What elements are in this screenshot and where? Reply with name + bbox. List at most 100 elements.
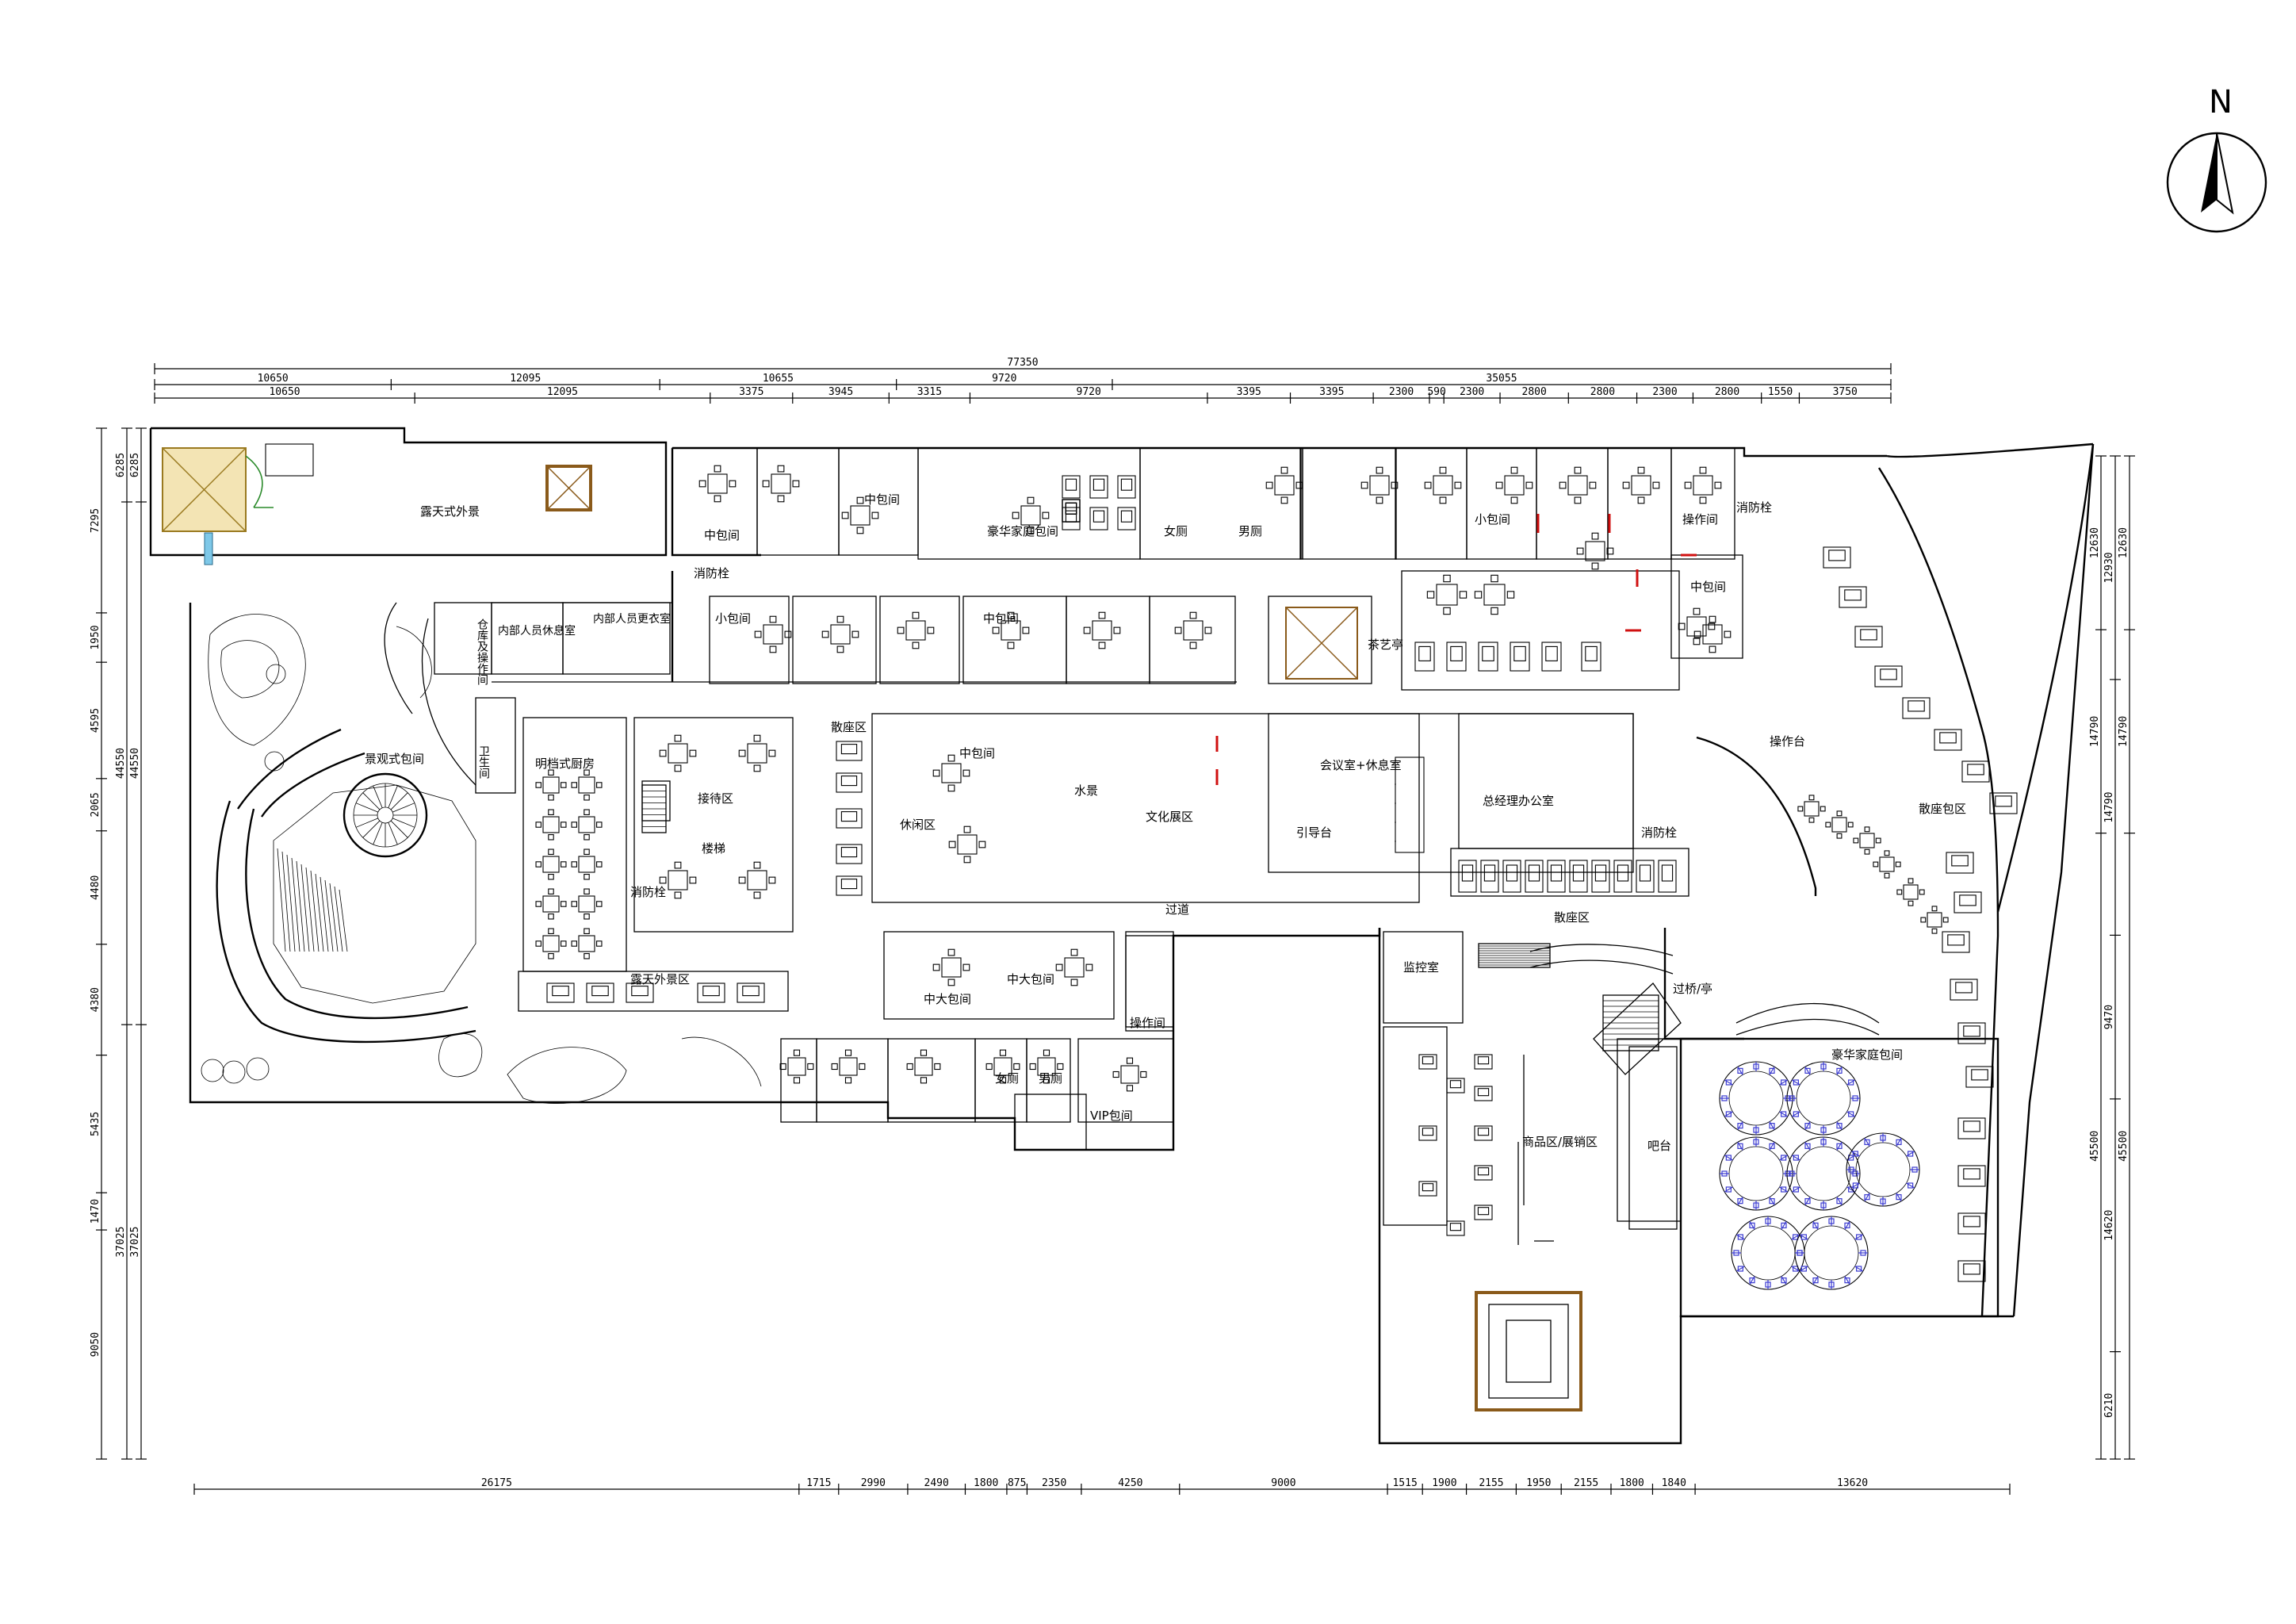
label-banquet-room: 豪华家庭包间 xyxy=(987,524,1058,538)
dim-right-outer-value: 12930 xyxy=(2103,552,2115,583)
dim-top-row2-value: 2300 xyxy=(1460,386,1484,398)
label-dining-c: 散座包区 xyxy=(1919,802,1966,816)
label-tea-pavilion: 茶艺亭 xyxy=(1368,638,1403,652)
dining-table xyxy=(571,848,603,880)
dim-top-row2-value: 3315 xyxy=(917,386,942,398)
label-men-wc: 男厕 xyxy=(1238,524,1262,538)
dim-left-outer-value: 7295 xyxy=(90,508,101,533)
label-meeting-room: 会议室+休息室 xyxy=(1320,758,1402,772)
lounge-chair xyxy=(1446,1220,1465,1236)
dining-table xyxy=(1797,795,1826,823)
lounge-chair xyxy=(836,844,863,864)
dining-table xyxy=(571,928,603,959)
dining-table xyxy=(738,861,776,899)
dining-table xyxy=(821,615,859,653)
lounge-chair xyxy=(1965,1066,1994,1088)
dining-table xyxy=(897,611,935,649)
dim-left-outer-value: 5435 xyxy=(90,1112,101,1136)
label-warehouse: 仓库及操作间 xyxy=(476,619,488,686)
lounge-chair xyxy=(1062,475,1081,499)
lounge-chair xyxy=(1089,475,1108,499)
round-table xyxy=(1794,1216,1869,1290)
lounge-chair xyxy=(1525,860,1544,893)
lounge-chair xyxy=(1480,860,1499,893)
dim-top-row2-value: 2800 xyxy=(1590,386,1615,398)
dining-table xyxy=(571,888,603,920)
dining-table xyxy=(1055,948,1093,986)
dim-right-outer-value: 6210 xyxy=(2103,1393,2115,1418)
dining-table xyxy=(1684,466,1722,504)
round-table xyxy=(1786,1061,1861,1136)
lounge-chair xyxy=(836,875,863,896)
label-small-room-b: 小包间 xyxy=(715,611,751,626)
dining-table xyxy=(1495,466,1533,504)
lounge-chair xyxy=(626,982,654,1003)
lounge-chair xyxy=(1961,760,1990,783)
dining-table xyxy=(535,888,567,920)
dim-right-mid-value: 12630 xyxy=(2089,527,2101,558)
lounge-chair xyxy=(1950,979,1978,1001)
dining-table xyxy=(1424,466,1462,504)
lounge-chair xyxy=(1581,642,1601,672)
dim-left-inner-value: 6285 xyxy=(129,453,141,477)
dining-table xyxy=(779,1049,814,1084)
lounge-chair xyxy=(1942,931,1970,953)
dining-table xyxy=(992,611,1030,649)
lounge-chair xyxy=(1446,642,1467,672)
north-label: N xyxy=(2209,84,2233,121)
dining-table xyxy=(1083,611,1121,649)
lounge-chair xyxy=(1414,642,1435,672)
dim-top-row2-value: 3750 xyxy=(1833,386,1858,398)
round-table xyxy=(1786,1136,1861,1211)
lounge-chair xyxy=(1446,1078,1465,1094)
dim-left-outer-value: 1470 xyxy=(90,1199,101,1224)
dim-bottom-value: 2990 xyxy=(861,1477,886,1489)
building-walls xyxy=(149,427,2095,1445)
dim-right-mid-value: 14790 xyxy=(2089,716,2101,747)
label-ops-room-a: 操作间 xyxy=(1682,512,1718,527)
dim-right-mid-value: 45500 xyxy=(2089,1131,2101,1162)
dim-bottom-value: 875 xyxy=(1008,1477,1026,1489)
dining-table xyxy=(535,928,567,959)
dim-right-outer-value: 9470 xyxy=(2103,1005,2115,1029)
dim-bottom-value: 1840 xyxy=(1662,1477,1686,1489)
furniture-layer xyxy=(535,465,2018,1282)
lounge-chair xyxy=(1474,1165,1493,1181)
lounge-chair xyxy=(1957,1117,1986,1139)
lounge-chair xyxy=(1510,642,1530,672)
lounge-chair xyxy=(836,772,863,793)
dining-table xyxy=(762,465,800,503)
dim-bottom-value: 2155 xyxy=(1574,1477,1598,1489)
lounge-chair xyxy=(1474,1125,1493,1141)
lounge-chair xyxy=(1541,642,1562,672)
dining-table xyxy=(535,848,567,880)
dining-table xyxy=(1559,466,1597,504)
dining-table xyxy=(1896,878,1925,906)
lounge-chair xyxy=(1902,697,1931,719)
label-hotpot-hall: 豪华家庭包间 xyxy=(1831,1048,1903,1062)
dim-right-inner-value: 14790 xyxy=(2118,716,2130,747)
lounge-chair xyxy=(836,741,863,761)
dim-top-row1-value: 10655 xyxy=(763,373,794,385)
dim-bottom-value: 1800 xyxy=(1620,1477,1644,1489)
label-outdoor-bbq: 露天式外景 xyxy=(420,504,480,519)
dining-table xyxy=(1622,466,1660,504)
lounge-chair xyxy=(1418,1125,1437,1141)
lounge-chair xyxy=(1989,792,2018,814)
label-monitor: 监控室 xyxy=(1403,960,1439,975)
label-men-wc-b: 男厕 xyxy=(1039,1071,1062,1086)
lounge-chair xyxy=(1569,860,1588,893)
round-table xyxy=(1719,1136,1793,1211)
dim-total-value: 77350 xyxy=(1007,357,1038,369)
dining-table xyxy=(1825,810,1854,839)
dim-left-outer-value: 4480 xyxy=(90,875,101,900)
dim-bottom-value: 2350 xyxy=(1042,1477,1066,1489)
dining-table xyxy=(948,825,986,864)
dim-top-row2-value: 3395 xyxy=(1237,386,1261,398)
label-big-room-a: 中大包间 xyxy=(924,992,971,1006)
lounge-chair xyxy=(546,982,575,1003)
dining-table xyxy=(1426,574,1468,615)
dim-bottom-value: 1900 xyxy=(1432,1477,1456,1489)
